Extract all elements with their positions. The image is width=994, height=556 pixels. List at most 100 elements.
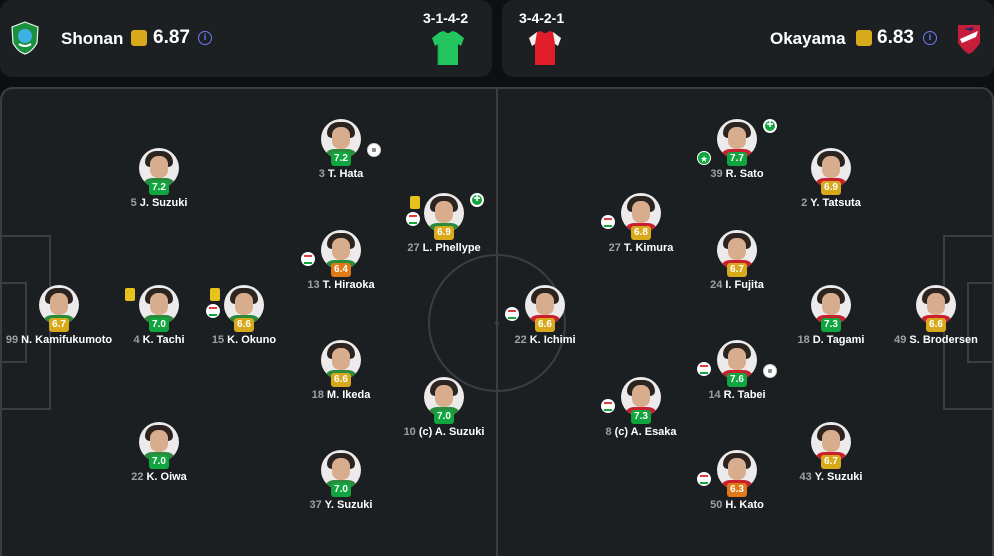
- okayama-crest-icon: [958, 25, 980, 54]
- player-number: 27: [407, 242, 420, 254]
- player-name: M. Ikeda: [326, 389, 371, 401]
- player-number: 49: [894, 334, 907, 346]
- player-number: 4: [133, 334, 140, 346]
- goal-icon: [763, 119, 777, 133]
- player-number: 18: [797, 334, 810, 346]
- player-rating: 6.6: [926, 318, 946, 332]
- player-number: 8: [605, 426, 612, 438]
- star-icon: ★: [697, 151, 711, 165]
- away-team-name[interactable]: Okayama: [770, 29, 846, 48]
- home-formation: 3-1-4-2: [423, 10, 469, 26]
- player-name: K. Okuno: [227, 334, 277, 346]
- player-name: K. Oiwa: [146, 471, 187, 483]
- substitution-icon: [206, 304, 220, 318]
- player-name: K. Tachi: [142, 334, 185, 346]
- substitution-icon: [406, 212, 420, 226]
- substitution-icon: [697, 362, 711, 376]
- player-rating: 7.2: [331, 152, 351, 166]
- player-name: T. Kimura: [623, 242, 674, 254]
- yellow-card-icon: [125, 288, 135, 301]
- away-info-icon[interactable]: i: [923, 31, 937, 45]
- player-39-r-sato[interactable]: 7.7 39R. Sato ★: [677, 119, 797, 199]
- goal-icon: [470, 193, 484, 207]
- player-rating: 7.0: [149, 318, 169, 332]
- home-team-header: Shonan 6.87 i 3-1-4-2: [0, 0, 492, 77]
- player-name: D. Tagami: [812, 334, 865, 346]
- yellow-card-icon: [210, 288, 220, 301]
- player-10--c-a-suzuki[interactable]: 7.0 10(c) A. Suzuki: [384, 377, 504, 457]
- home-info-icon[interactable]: i: [198, 31, 212, 45]
- player-name: Y. Suzuki: [814, 471, 863, 483]
- home-rating-square: [131, 30, 147, 46]
- player-rating: 7.0: [434, 410, 454, 424]
- substitution-icon: [697, 472, 711, 486]
- player-number: 13: [307, 279, 320, 291]
- player-label: 10(c) A. Suzuki: [384, 426, 504, 438]
- player-number: 99: [5, 334, 19, 346]
- substitution-icon: [601, 215, 615, 229]
- player-rating: 6.8: [631, 226, 651, 240]
- player-rating: 6.9: [434, 226, 454, 240]
- player-number: 2: [801, 197, 808, 209]
- player-number: 22: [514, 334, 527, 346]
- substitution-icon: [601, 399, 615, 413]
- player-name: R. Tabei: [723, 389, 766, 401]
- assist-icon: [367, 143, 381, 157]
- player-rating: 6.3: [727, 483, 747, 497]
- player-rating: 7.7: [727, 152, 747, 166]
- player-name: (c) A. Suzuki: [418, 426, 485, 438]
- player-rating: 7.3: [631, 410, 651, 424]
- player-rating: 6.9: [821, 181, 841, 195]
- player-rating: 6.4: [331, 263, 351, 277]
- home-team-name[interactable]: Shonan: [61, 29, 124, 48]
- player-name: N. Kamifukumoto: [21, 334, 113, 346]
- away-rating-square: [856, 30, 872, 46]
- player-number: 14: [708, 389, 721, 401]
- player-name: Y. Suzuki: [324, 499, 373, 511]
- player-rating: 6.7: [727, 263, 747, 277]
- away-kit-icon: [529, 31, 561, 65]
- player-number: 10: [403, 426, 416, 438]
- player-name: S. Brodersen: [909, 334, 978, 346]
- player-rating: 6.6: [234, 318, 254, 332]
- player-number: 50: [710, 499, 723, 511]
